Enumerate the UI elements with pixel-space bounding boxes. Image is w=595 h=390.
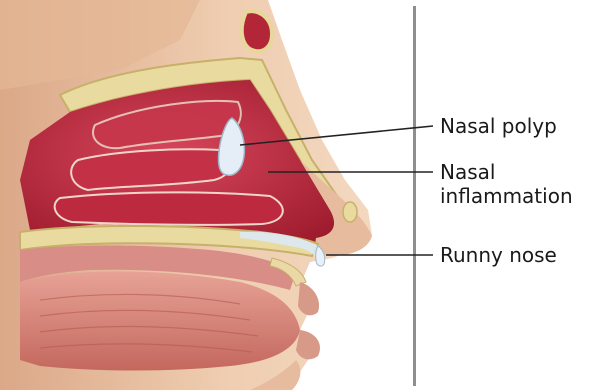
label-nasal-polyp: Nasal polyp xyxy=(440,114,557,138)
label-runny-nose-text: Runny nose xyxy=(440,243,557,267)
frontal-sinus xyxy=(242,11,272,51)
label-runny-nose: Runny nose xyxy=(440,243,557,267)
label-nasal-inflammation-line2: inflammation xyxy=(440,184,573,208)
divider-line xyxy=(413,6,416,386)
label-nasal-polyp-text: Nasal polyp xyxy=(440,114,557,138)
label-nasal-inflammation-line1: Nasal xyxy=(440,160,573,184)
upper-lip xyxy=(298,282,319,315)
inferior-turbinate xyxy=(55,192,283,224)
label-nasal-inflammation: Nasal inflammation xyxy=(440,160,573,208)
nostril-cartilage xyxy=(343,202,357,222)
lower-lip xyxy=(296,330,320,359)
